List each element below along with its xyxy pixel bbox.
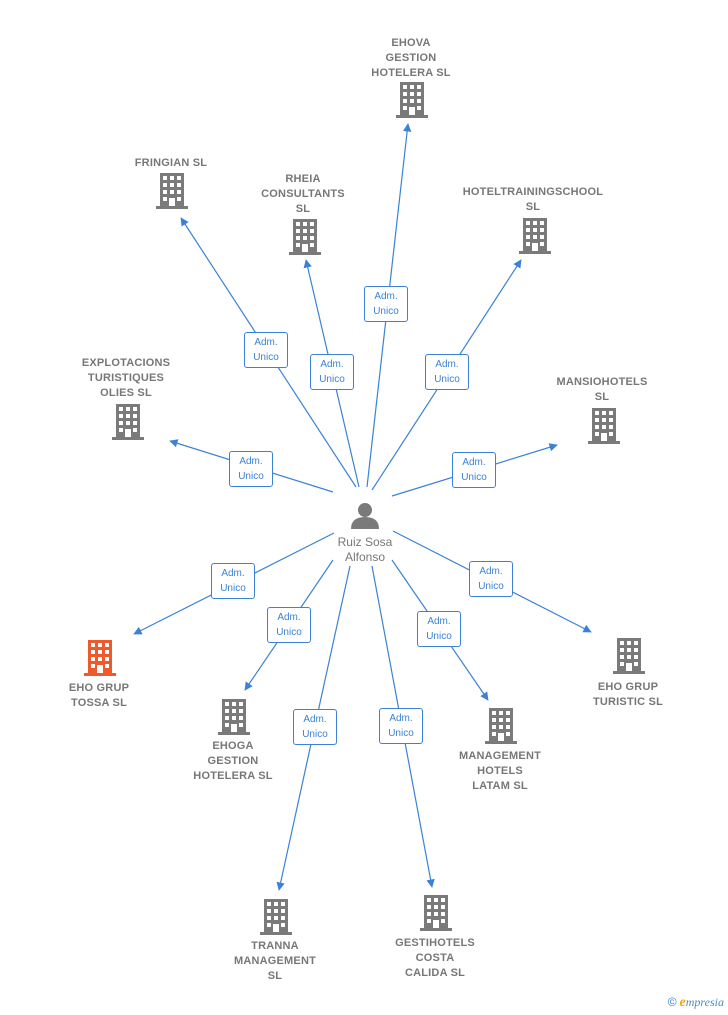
person-icon bbox=[351, 503, 379, 529]
brand-initial: e bbox=[679, 995, 686, 1010]
company-name-ehova[interactable]: EHOVA GESTION HOTELERA SL bbox=[371, 37, 451, 79]
company-name-ehoturistic[interactable]: EHO GRUP TURISTIC SL bbox=[592, 681, 664, 708]
company-name-gestihotels[interactable]: GESTIHOTELS COSTA CALIDA SL bbox=[395, 937, 475, 979]
relation-label[interactable]: Adm. Unico bbox=[310, 354, 354, 390]
building-icon[interactable] bbox=[613, 638, 645, 674]
company-name-tranna[interactable]: TRANNA MANAGEMENT SL bbox=[233, 940, 317, 982]
relation-label[interactable]: Adm. Unico bbox=[425, 354, 469, 390]
copyright-symbol: © bbox=[667, 995, 677, 1009]
relation-label[interactable]: Adm. Unico bbox=[293, 709, 337, 745]
building-icon[interactable] bbox=[420, 895, 452, 931]
brand-name: mpresia bbox=[685, 995, 724, 1009]
building-icon[interactable] bbox=[588, 408, 620, 444]
company-name-hoteltraining[interactable]: HOTELTRAININGSCHOOL SL bbox=[462, 186, 604, 213]
relation-label[interactable]: Adm. Unico bbox=[469, 561, 513, 597]
building-icon[interactable] bbox=[260, 899, 292, 935]
company-name-rheia[interactable]: RHEIA CONSULTANTS SL bbox=[261, 173, 345, 215]
building-icon[interactable] bbox=[218, 699, 250, 735]
person-name[interactable]: Ruiz Sosa Alfonso bbox=[337, 535, 393, 564]
company-name-mansio[interactable]: MANSIOHOTELS SL bbox=[556, 376, 648, 403]
building-icon[interactable] bbox=[112, 404, 144, 440]
relation-label[interactable]: Adm. Unico bbox=[211, 563, 255, 599]
building-icon[interactable] bbox=[84, 640, 116, 676]
building-icon[interactable] bbox=[396, 82, 428, 118]
company-name-mhlatam[interactable]: MANAGEMENT HOTELS LATAM SL bbox=[458, 750, 542, 792]
watermark: © empresia bbox=[668, 995, 724, 1011]
relation-label[interactable]: Adm. Unico bbox=[417, 611, 461, 647]
relation-label[interactable]: Adm. Unico bbox=[267, 607, 311, 643]
company-name-ehoga[interactable]: EHOGA GESTION HOTELERA SL bbox=[193, 740, 273, 782]
company-name-explotacions[interactable]: EXPLOTACIONS TURISTIQUES OLIES SL bbox=[81, 357, 171, 399]
relation-label[interactable]: Adm. Unico bbox=[229, 451, 273, 487]
relation-label[interactable]: Adm. Unico bbox=[379, 708, 423, 744]
building-icon[interactable] bbox=[485, 708, 517, 744]
relation-label[interactable]: Adm. Unico bbox=[364, 286, 408, 322]
building-icon[interactable] bbox=[156, 173, 188, 209]
building-icon[interactable] bbox=[519, 218, 551, 254]
relation-label[interactable]: Adm. Unico bbox=[244, 332, 288, 368]
relation-label[interactable]: Adm. Unico bbox=[452, 452, 496, 488]
company-name-fringian[interactable]: FRINGIAN SL bbox=[134, 157, 208, 169]
company-name-ehotossa[interactable]: EHO GRUP TOSSA SL bbox=[68, 682, 130, 709]
building-icon[interactable] bbox=[289, 219, 321, 255]
